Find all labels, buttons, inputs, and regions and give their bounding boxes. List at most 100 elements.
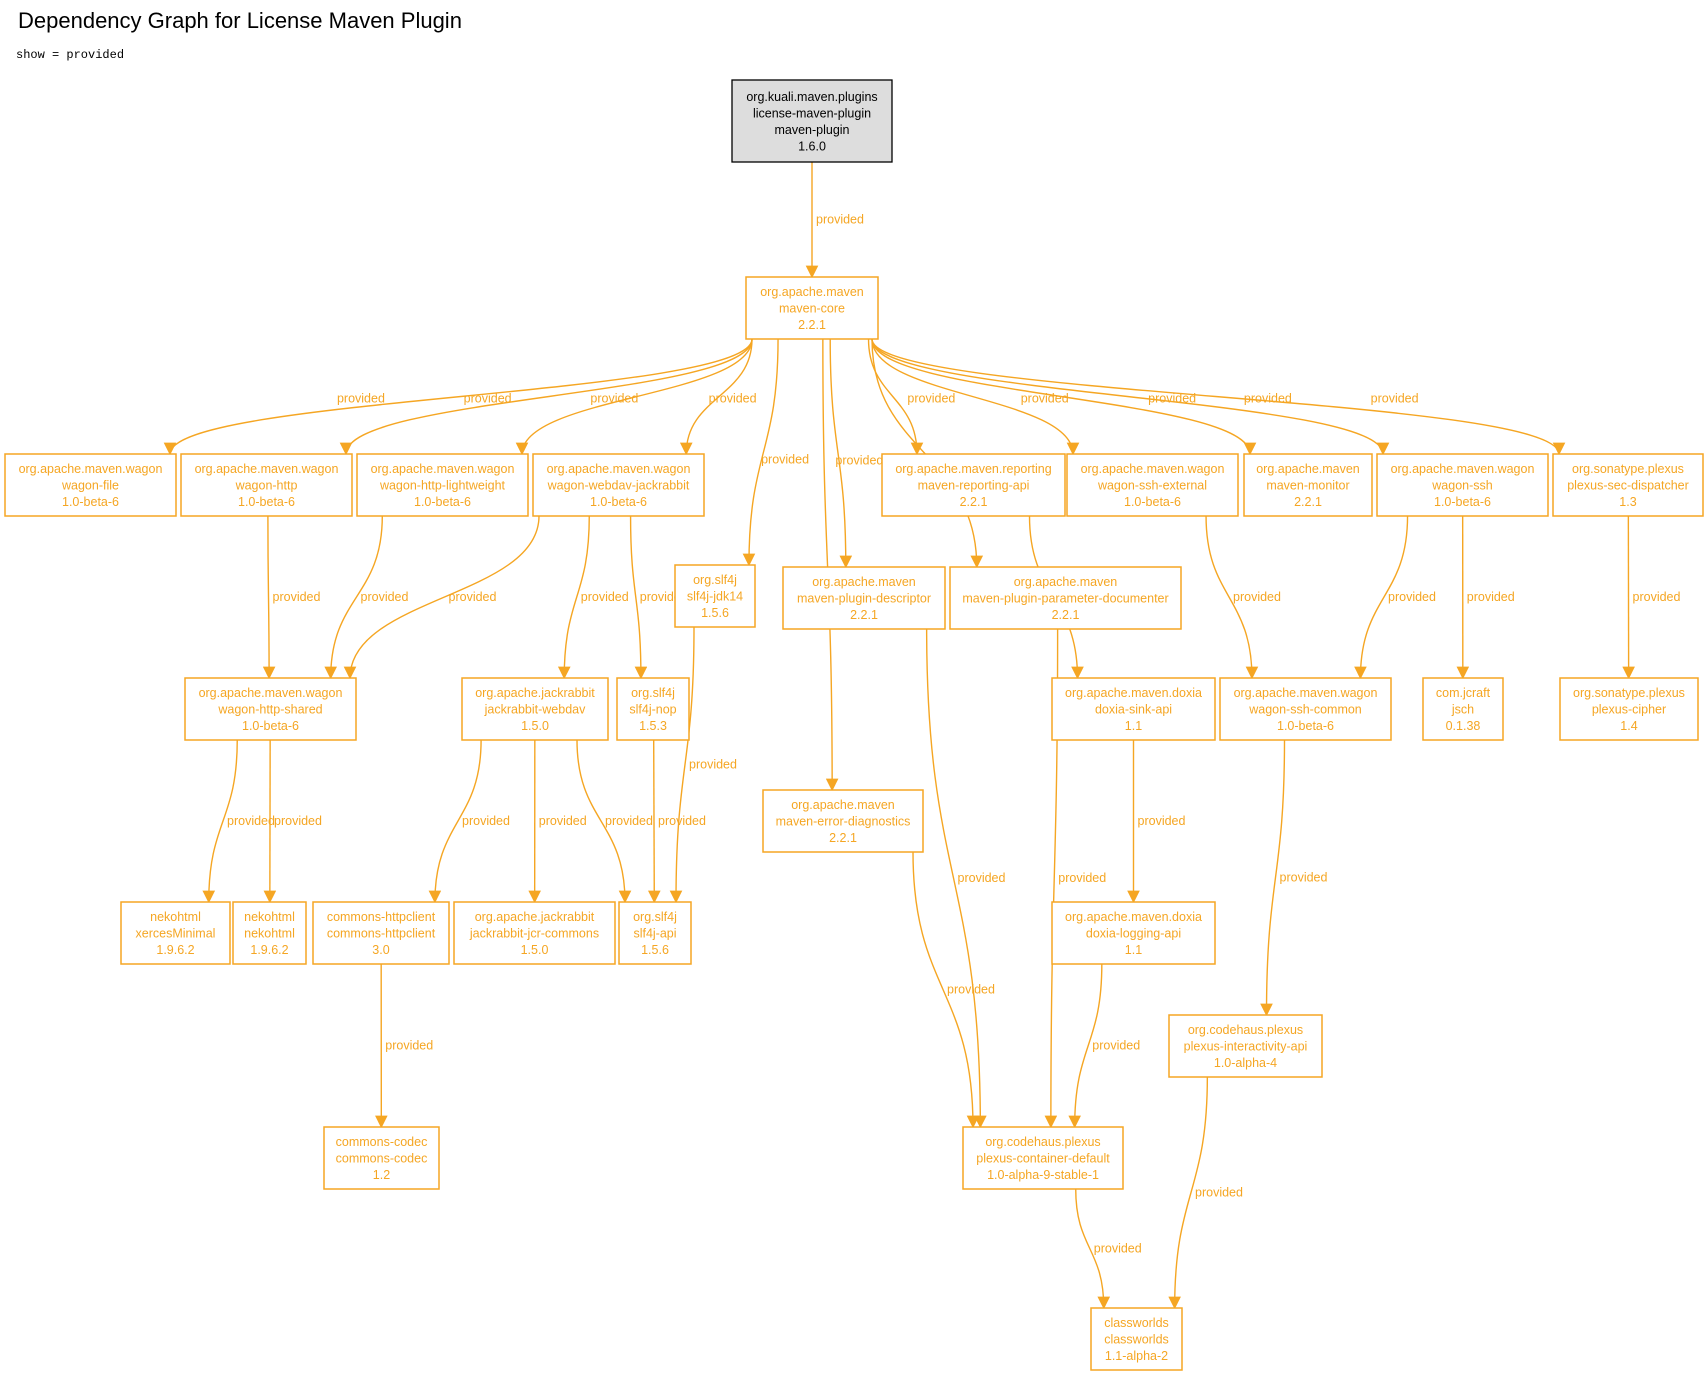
node-label-line: 3.0	[372, 943, 389, 957]
edge-core-to-wssh	[871, 338, 1390, 456]
node-box	[1168, 1014, 1323, 1078]
node-label-line: maven-plugin-parameter-documenter	[962, 592, 1168, 606]
node-box	[461, 677, 609, 741]
node-box	[312, 901, 450, 965]
edge-label: provided	[464, 391, 512, 405]
node-label-line: 1.0-beta-6	[1277, 719, 1334, 733]
edge-label: provided	[947, 983, 995, 997]
edge-core-to-plugparam	[871, 338, 984, 569]
node-label-line: commons-codec	[336, 1135, 428, 1149]
edge-label: provided	[449, 590, 497, 604]
edge-core-to-jdk14	[742, 338, 779, 567]
node-label-line: org.sonatype.plexus	[1573, 686, 1685, 700]
node-label-line: org.apache.maven.wagon	[371, 462, 515, 476]
edge-label: provided	[1138, 814, 1186, 828]
node-label-line: org.apache.maven.wagon	[199, 686, 343, 700]
node-label-line: maven-monitor	[1266, 479, 1349, 493]
node-label-line: 2.2.1	[798, 318, 826, 332]
node-label-line: wagon-ssh	[1431, 479, 1492, 493]
edge-label: provided	[658, 814, 706, 828]
node-jrwebdav: org.apache.jackrabbitjackrabbit-webdav1.…	[461, 677, 609, 741]
edge-label: provided	[1371, 391, 1419, 405]
node-label-line: org.apache.maven.wagon	[1234, 686, 1378, 700]
node-label-line: jsch	[1451, 703, 1474, 717]
node-label-line: wagon-file	[61, 479, 119, 493]
node-box	[782, 566, 946, 630]
node-label-line: wagon-http-shared	[217, 703, 322, 717]
edge-core-to-wwebdav	[679, 338, 753, 456]
edge-core-to-whttplw	[515, 338, 753, 456]
node-label-line: org.apache.maven	[812, 575, 916, 589]
node-label-line: 1.0-beta-6	[62, 495, 119, 509]
node-label-line: 2.2.1	[850, 608, 878, 622]
node-label-line: org.sonatype.plexus	[1572, 462, 1684, 476]
node-whttplw: org.apache.maven.wagon wagon-http-lightwe…	[356, 453, 529, 517]
node-label-line: 1.6.0	[798, 139, 826, 153]
edge-label: provided	[590, 391, 638, 405]
edge-label: provided	[958, 871, 1006, 885]
edge-label: provided	[273, 590, 321, 604]
node-label-line: slf4j-nop	[629, 703, 676, 717]
node-label-line: 1.1-alpha-2	[1105, 1349, 1168, 1363]
edge-sshcommon-to-interact	[1260, 739, 1286, 1017]
node-label-line: classworlds	[1104, 1333, 1169, 1347]
node-box	[356, 453, 529, 517]
node-label-line: org.apache.maven	[1256, 462, 1360, 476]
edge-wwebdav-to-jrwebdav	[557, 515, 590, 680]
node-label-line: commons-codec	[336, 1152, 428, 1166]
edge-label: provided	[816, 213, 864, 227]
node-label-line: nekohtml	[244, 927, 295, 941]
edge-label: provided	[274, 814, 322, 828]
node-box	[4, 453, 177, 517]
node-label-line: 1.9.6.2	[250, 943, 288, 957]
node-label-line: 1.0-alpha-4	[1214, 1056, 1277, 1070]
node-label-line: plexus-interactivity-api	[1184, 1040, 1308, 1054]
node-label-line: 1.0-beta-6	[242, 719, 299, 733]
edge-label: provided	[1092, 1039, 1140, 1053]
edge-label: provided	[462, 814, 510, 828]
edge-label: provided	[1233, 590, 1281, 604]
page-subtitle: show = provided	[16, 48, 125, 62]
node-box	[1066, 453, 1239, 517]
node-interact: org.codehaus.plexusplexus-interactivity-…	[1168, 1014, 1323, 1078]
node-reporting: org.apache.maven.reportingmaven-reportin…	[881, 453, 1066, 517]
node-label-line: plexus-sec-dispatcher	[1567, 479, 1689, 493]
node-label-line: org.apache.maven.doxia	[1065, 910, 1202, 924]
edge-label: provided	[1633, 590, 1681, 604]
node-box	[184, 677, 357, 741]
edge-jrwebdav-to-httpclient	[428, 739, 482, 904]
node-label-line: maven-plugin-descriptor	[797, 592, 931, 606]
node-whttpshared: org.apache.maven.wagon wagon-http-shared 1…	[184, 677, 357, 741]
edge-label: provided	[689, 758, 737, 772]
node-box	[1051, 677, 1216, 741]
node-label-line: org.apache.jackrabbit	[475, 910, 595, 924]
node-box	[881, 453, 1066, 517]
edge-core-to-plugdesc	[829, 338, 853, 569]
node-label-line: wagon-http-lightweight	[379, 479, 506, 493]
node-label-line: org.codehaus.plexus	[985, 1135, 1100, 1149]
node-box	[674, 564, 756, 628]
edge-core-to-wfile	[163, 338, 753, 456]
node-label-line: 1.5.6	[701, 606, 729, 620]
node-label-line: maven-plugin	[774, 123, 849, 137]
edge-label: provided	[1148, 391, 1196, 405]
edge-label: provided	[227, 814, 275, 828]
edge-label: provided	[907, 391, 955, 405]
node-label-line: 1.0-beta-6	[1124, 495, 1181, 509]
edge-label: provided	[1280, 871, 1328, 885]
edge-core-to-monitor	[871, 338, 1257, 456]
edge-whttplw-to-whttpshared	[324, 515, 383, 680]
node-label-line: 1.0-beta-6	[1434, 495, 1491, 509]
node-label-line: wagon-ssh-external	[1097, 479, 1207, 493]
node-label-line: license-maven-plugin	[753, 106, 871, 120]
node-label-line: commons-httpclient	[327, 927, 436, 941]
node-label-line: jackrabbit-jcr-commons	[469, 927, 599, 941]
edge-label: provided	[709, 391, 757, 405]
edge-wsshext-to-sshcommon	[1205, 515, 1259, 680]
